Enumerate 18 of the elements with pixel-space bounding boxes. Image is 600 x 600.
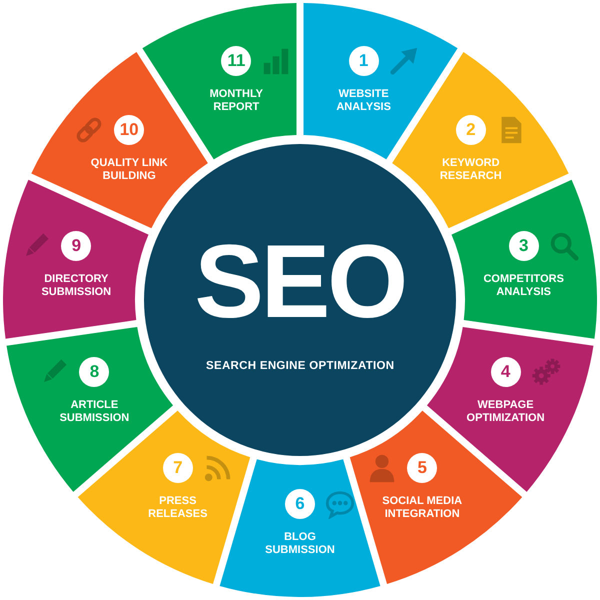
step-label: KEYWORD RESEARCH <box>439 157 502 183</box>
step-label: WEBSITE ANALYSIS <box>336 88 392 114</box>
ring-segment <box>219 459 381 597</box>
step-label: DIRECTORY SUBMISSION <box>40 272 112 299</box>
subtitle-text: SEARCH ENGINE OPTIMIZATION <box>206 360 394 372</box>
ring-segment <box>6 326 174 492</box>
step-label: MONTHLY REPORT <box>208 88 264 114</box>
step-label: BLOG SUBMISSION <box>264 531 336 557</box>
step-label: QUALITY LINK BUILDING <box>90 157 168 183</box>
main-heading: SEO <box>194 242 406 323</box>
step-label: PRESS RELEASES <box>147 495 208 522</box>
ring-segment <box>142 3 297 160</box>
ring-segment <box>451 179 597 339</box>
step-label: ARTICLE SUBMISSION <box>58 398 130 425</box>
step-label: WEBPAGE OPTIMIZATION <box>466 398 546 425</box>
step-label: COMPETITORS ANALYSIS <box>482 272 565 299</box>
step-label: SOCIAL MEDIA INTEGRATION <box>382 495 463 522</box>
ring-segment <box>303 3 458 160</box>
